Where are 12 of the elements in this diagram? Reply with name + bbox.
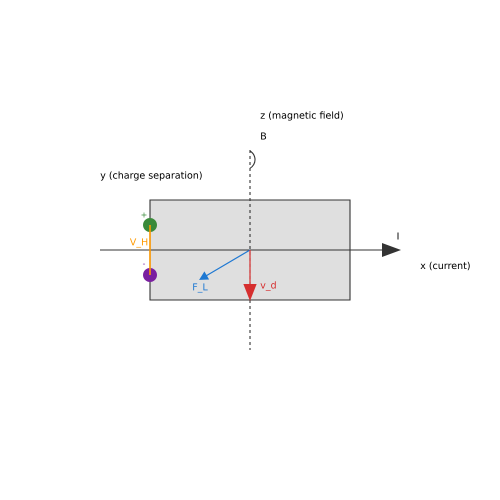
edge-label: V_H (130, 238, 148, 248)
axis-label: y (charge separation) (100, 171, 202, 181)
velocity-label: v_d (260, 281, 276, 291)
charge-dot (143, 218, 157, 232)
slab-box (149, 199, 351, 301)
field-label: B (261, 132, 266, 140)
force-label: F_L (193, 283, 208, 293)
voltage-line (149, 225, 151, 275)
charge-dot (143, 268, 157, 282)
axis-label: z (magnetic field) (260, 111, 343, 121)
charge-sign: + (142, 212, 146, 218)
axis-label: x (current) (420, 262, 470, 270)
